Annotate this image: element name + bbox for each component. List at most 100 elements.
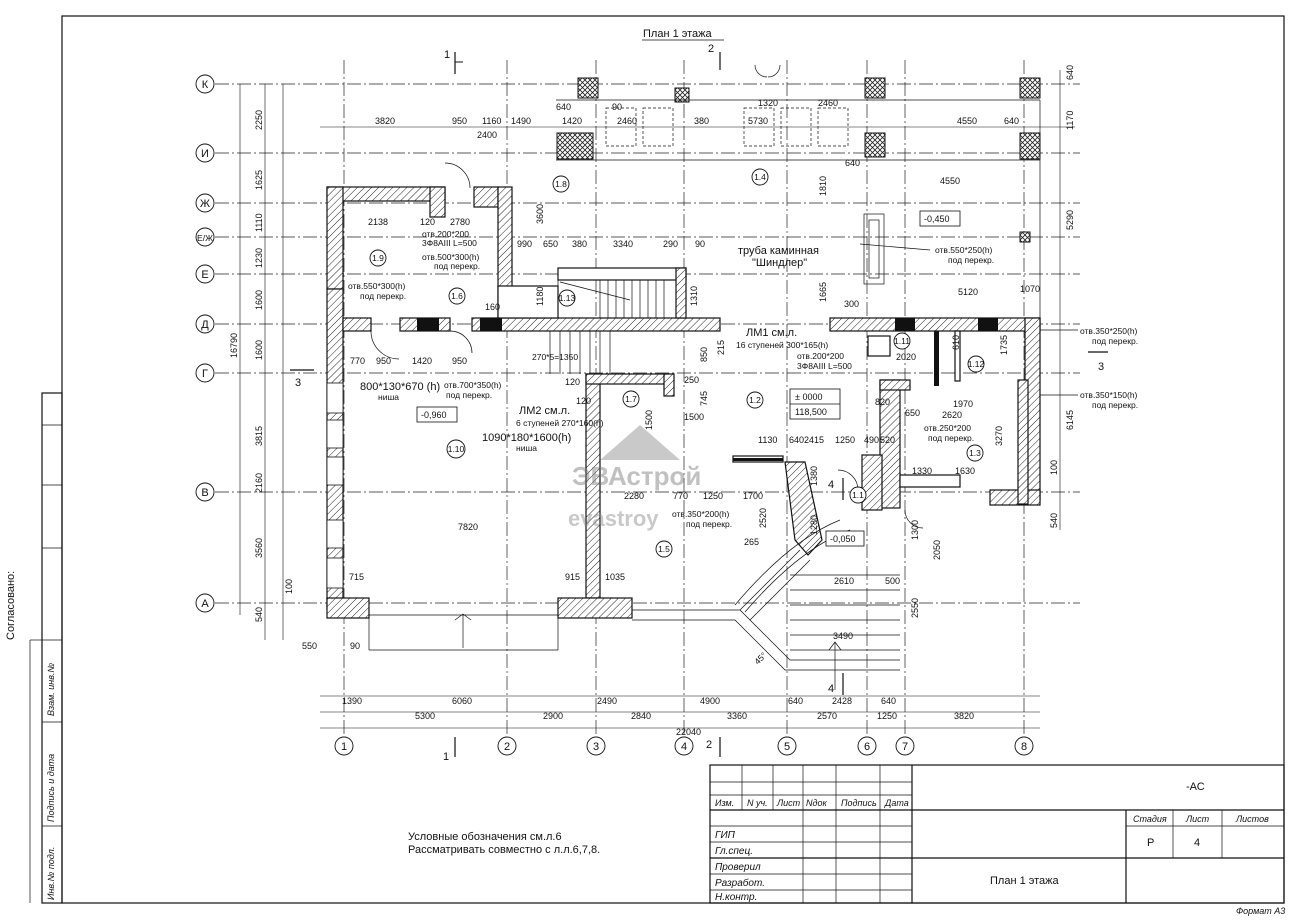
note-stair-lm1: ЛМ1 см.л. [746, 327, 797, 339]
dim-misc: 850 [699, 347, 709, 362]
dim-left-total: 16790 [229, 333, 239, 358]
dim-misc: 640 [789, 435, 804, 445]
dim-misc: 950 [452, 356, 467, 366]
dim-misc: 5120 [958, 287, 978, 297]
dim-top: 2460 [617, 116, 637, 126]
dim-left: 2250 [254, 110, 264, 130]
note-reinforcement-b: 3Ф8АIII L=500 [797, 361, 852, 371]
note-opening-350-200-b: под перекр. [686, 519, 732, 529]
dim-bottom: 4900 [700, 696, 720, 706]
dim-left: 1230 [254, 248, 264, 268]
note-opening-550-300-b: под перекр. [360, 291, 406, 301]
tb-sheet-value: 4 [1194, 837, 1200, 849]
dim-left: 1110 [254, 213, 264, 232]
dim-total-width: 22040 [676, 727, 701, 737]
tb-header-izm: Изм. [715, 798, 734, 808]
dim-left: 3815 [254, 426, 264, 446]
dim-left: 1600 [254, 340, 264, 360]
section-2-bottom: 2 [706, 739, 712, 751]
dim-misc: 290 [663, 239, 678, 249]
dim-misc: 650 [905, 408, 920, 418]
watermark: ЭВАстрой evastroy [568, 425, 701, 531]
axis-row-d: Д [201, 319, 209, 331]
room-1-11: 1.11 [894, 336, 910, 346]
dim-misc: 2050 [932, 540, 942, 560]
left-windows [326, 382, 344, 589]
note-niche-1090-b: ниша [516, 443, 537, 453]
dim-left: 1625 [254, 170, 264, 190]
dimension-lines [239, 70, 1075, 729]
dim-misc: 2138 [368, 217, 388, 227]
dim-misc: 1280 [809, 515, 819, 535]
dim-misc: 1300 [910, 520, 920, 540]
axis-lines [215, 60, 1080, 735]
dim-right: 100 [1049, 460, 1059, 475]
dims-right: 640 1170 5290 6145 100 540 [1049, 65, 1075, 528]
tb-sheets-label: Листов [1235, 814, 1269, 824]
note-opening-550-300: отв.550*300(h) [348, 281, 406, 291]
room-1-1: 1.1 [852, 490, 864, 500]
footnote-see-also: Рассматривать совместно с л.л.6,7,8. [408, 844, 600, 856]
axis-row-a: А [201, 598, 209, 610]
dim-bottom: 6060 [452, 696, 472, 706]
dim-top: 3820 [375, 116, 395, 126]
note-reinforcement: 3Ф8АIII L=500 [422, 238, 477, 248]
dim-misc: 7820 [458, 522, 478, 532]
axis-col-7: 7 [902, 741, 908, 753]
tb-role-chief: Гл.спец. [715, 846, 753, 857]
dim-top: 2460 [818, 98, 838, 108]
room-markers: 1.1 1.2 1.3 1.4 1.5 1.6 1.7 1.8 1.9 1.10… [369, 168, 985, 558]
room-1-13: 1.13 [559, 293, 576, 303]
dim-misc: 2415 [804, 435, 824, 445]
section-3-left: 3 [295, 377, 301, 389]
level-basement: -0,960 [421, 410, 447, 420]
tb-sheet-name: План 1 этажа [990, 875, 1060, 887]
steps-and-terrace [368, 280, 900, 690]
axis-col-3: 3 [593, 741, 599, 753]
dim-misc: 120 [576, 396, 591, 406]
note-opening-250-200-b: под перекр. [928, 433, 974, 443]
dim-right: 6145 [1065, 410, 1075, 430]
dim-misc: 820 [875, 397, 890, 407]
note-chimney: труба каминная [738, 245, 819, 257]
dim-misc: 2280 [624, 491, 644, 501]
level-terrace: -0,450 [924, 214, 950, 224]
tb-role-gip: ГИП [715, 830, 736, 841]
note-stair-run: 270*5=1350 [532, 352, 578, 362]
side-label-sign: Подпись и дата [46, 754, 56, 822]
tb-stage-label: Стадия [1133, 814, 1167, 824]
dim-misc: 120 [565, 377, 580, 387]
dim-misc: 120 [420, 217, 435, 227]
dim-bottom: 2570 [817, 711, 837, 721]
dim-misc: 1970 [953, 399, 973, 409]
tb-role-norm: Н.контр. [715, 892, 757, 903]
dim-misc: 2620 [942, 410, 962, 420]
side-table [41, 392, 63, 904]
agreed-label: Согласовано: [5, 571, 17, 640]
room-1-6: 1.6 [451, 291, 463, 301]
dim-misc: 1380 [809, 466, 819, 486]
tb-stage-value: Р [1147, 837, 1154, 849]
dim-misc: 1665 [818, 282, 828, 302]
door-swings [370, 64, 924, 529]
dim-top: 380 [694, 116, 709, 126]
tb-header-date: Дата [884, 798, 909, 808]
axis-col-2: 2 [504, 741, 510, 753]
dim-misc: 2020 [896, 352, 916, 362]
room-1-7: 1.7 [625, 394, 637, 404]
dim-bottom: 2840 [631, 711, 651, 721]
dim-misc: 3600 [535, 204, 545, 224]
dim-misc: 950 [376, 356, 391, 366]
tb-header-sign: Подпись [841, 798, 877, 808]
column-axis-bubbles: 1 2 3 4 5 6 7 8 [334, 736, 1034, 756]
axis-row-ezh: Е/Ж [197, 233, 213, 243]
dim-misc: 1810 [818, 176, 828, 196]
level-entry: -0,050 [830, 534, 856, 544]
dim-bottom: 640 [881, 696, 896, 706]
dim-bottom: 1390 [342, 696, 362, 706]
dim-misc: 250 [684, 375, 699, 385]
room-1-2: 1.2 [749, 395, 761, 405]
axis-col-5: 5 [784, 741, 790, 753]
note-opening-700-350-b: под перекр. [446, 390, 492, 400]
room-1-3: 1.3 [969, 448, 981, 458]
